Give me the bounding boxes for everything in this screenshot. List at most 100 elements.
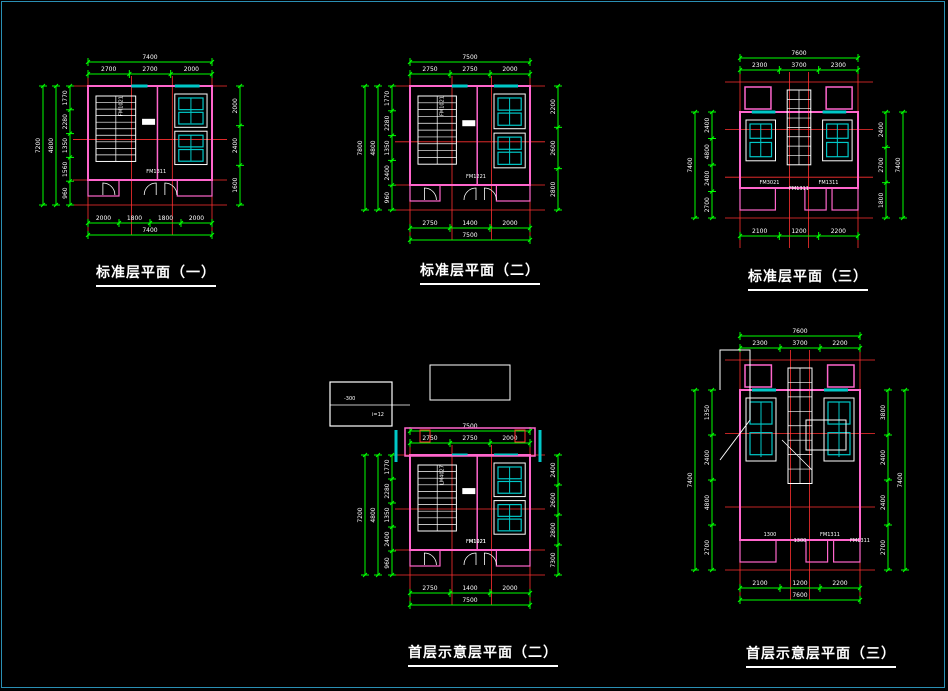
dimension-label: 4800 [704, 144, 711, 159]
room-label: FM1311 [819, 180, 839, 186]
balcony-right [495, 184, 531, 202]
dimension-label: 1600 [232, 177, 239, 192]
dimension-label: 1800 [158, 215, 173, 222]
dimension-label: 2000 [502, 66, 517, 73]
dimension-label: 2300 [752, 340, 767, 347]
balcony-right [495, 549, 531, 567]
dimension-label: 3800 [880, 405, 887, 420]
lobby-outline [805, 419, 847, 451]
dimension-label: 2750 [462, 66, 477, 73]
bathroom-outline [174, 93, 208, 128]
unit-box [804, 187, 827, 211]
door-swing [102, 182, 116, 196]
dimension-label: 2700 [878, 157, 885, 172]
balcony-left [739, 539, 777, 563]
dimension-label: 2400 [878, 122, 885, 137]
bathroom-outline [823, 397, 855, 462]
dimension-label: 2750 [462, 435, 477, 442]
door-swing [424, 552, 437, 566]
unit-box [805, 539, 829, 563]
plan-title-ground-2: 首层示意层平面（二） [408, 642, 558, 667]
dimension-label: 1400 [462, 220, 477, 227]
plan-title-standard-2: 标准层平面（二） [420, 260, 540, 285]
dimension-label: 2280 [384, 483, 391, 498]
door-swing [484, 552, 497, 566]
canopy-outline [719, 349, 751, 461]
balcony-left [409, 184, 441, 202]
bathroom-outline [493, 462, 526, 498]
room-label: FM1221 [466, 539, 486, 545]
dimension-label: 7500 [462, 54, 477, 61]
ramp-label: -300 [344, 396, 355, 402]
dimension-label: 2800 [550, 182, 557, 197]
dimension-label: 2400 [232, 138, 239, 153]
wing-wall [826, 364, 855, 388]
door-swing [463, 187, 477, 201]
dimension-label: 2750 [422, 585, 437, 592]
dimension-label: 2400 [880, 450, 887, 465]
dimension-label: 2400 [384, 531, 391, 546]
dimension-label: 2400 [704, 450, 711, 465]
dimension-label: 2200 [831, 228, 846, 235]
shaft-symbol [462, 120, 476, 127]
dimension-label: 2700 [704, 540, 711, 555]
balcony-left [409, 549, 441, 567]
dimension-label: 2000 [502, 220, 517, 227]
door-swing [143, 182, 157, 196]
dimension-label: 2100 [752, 228, 767, 235]
bathroom-outline [745, 119, 776, 162]
dimension-label: 2000 [502, 435, 517, 442]
dimension-label: 7600 [792, 592, 807, 599]
dimension-label: 7400 [895, 157, 902, 172]
dimension-label: 2000 [189, 215, 204, 222]
shaft-symbol [462, 488, 476, 495]
bathroom-outline [174, 130, 208, 166]
dimension-label: 2400 [880, 495, 887, 510]
room-label: LM4027 [440, 465, 446, 485]
unit-box [832, 539, 861, 563]
dimension-label: 2800 [550, 522, 557, 537]
canopy-outline [429, 364, 511, 401]
dimension-label: 2700 [142, 66, 157, 73]
entrance-hall [404, 427, 536, 457]
door-swing [424, 187, 437, 201]
dimension-label: 2100 [752, 580, 767, 587]
dimension-label: 960 [384, 557, 391, 569]
dimension-label: 4800 [370, 140, 377, 155]
room-label: FM1311 [789, 186, 809, 192]
dimension-label: 2400 [384, 165, 391, 180]
dimension-label: 1350 [62, 138, 69, 153]
ramp-slope-label: i=12 [372, 412, 384, 418]
plan-title-standard-1: 标准层平面（一） [96, 262, 216, 287]
dimension-label: 2700 [101, 66, 116, 73]
dimension-label: 7500 [462, 597, 477, 604]
dimension-label: 7400 [142, 227, 157, 234]
plan-title-ground-3: 首层示意层平面（三） [746, 643, 896, 668]
ramp-outline [329, 381, 393, 427]
dimension-label: 7400 [687, 472, 694, 487]
dimension-label: 2300 [831, 62, 846, 69]
dimension-label: 7200 [357, 507, 364, 522]
dimension-label: 1350 [384, 507, 391, 522]
dimension-label: 1400 [462, 585, 477, 592]
wing-wall [744, 364, 773, 388]
room-label: FM1021 [119, 96, 125, 116]
dimension-label: 1770 [384, 459, 391, 474]
dimension-label: 3700 [791, 62, 806, 69]
dimension-label: 2000 [502, 585, 517, 592]
room-label: FM3021 [760, 180, 780, 186]
room-label: FM1221 [466, 174, 486, 180]
bathroom-outline [493, 132, 526, 169]
dimension-label: 2700 [880, 540, 887, 555]
room-label: 1300 [794, 538, 807, 544]
dimension-label: 1350 [384, 140, 391, 155]
dimension-label: 4800 [704, 495, 711, 510]
dimension-label: 2750 [422, 66, 437, 73]
plan-title-standard-3: 标准层平面（三） [748, 266, 868, 291]
dimension-label: 2700 [704, 197, 711, 212]
dimension-label: 2750 [422, 220, 437, 227]
dimension-label: 960 [62, 187, 69, 199]
